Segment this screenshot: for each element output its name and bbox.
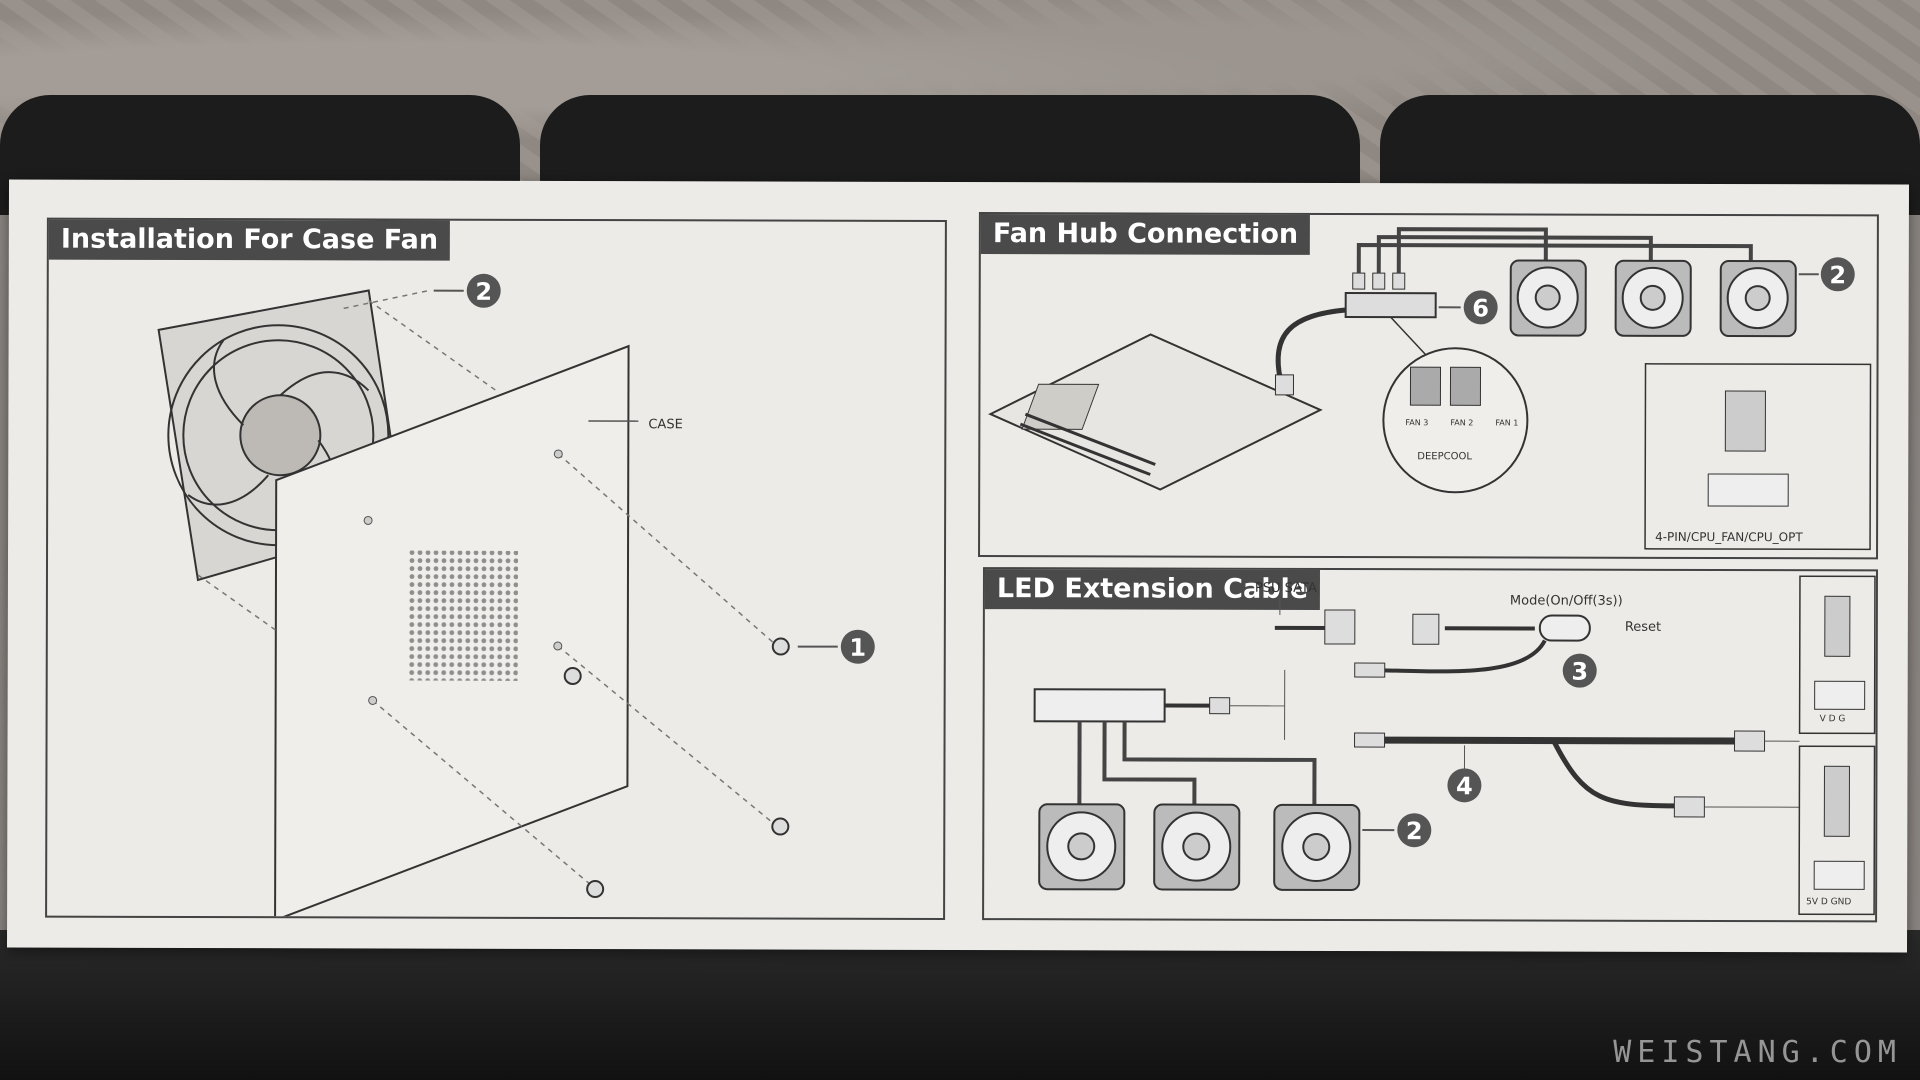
led-hub (1033, 688, 1166, 723)
reset-label: Reset (1625, 620, 1661, 635)
case-label: CASE (648, 417, 682, 432)
table-background (0, 930, 1920, 1080)
led-cable-diagram: PSU SATA Mode(On/Off(3s)) Reset 3 (1033, 575, 1876, 916)
fan-icons (1509, 259, 1797, 338)
svg-text:FAN 1: FAN 1 (1495, 418, 1518, 427)
fan-hub-diagram: 2 6 FAN 3 FAN 2 FAN 1 DEEPCOOL 4-PIN/CPU… (988, 227, 1872, 551)
instruction-sheet: Installation For Case Fan (6, 179, 1910, 953)
panel-case-fan: Installation For Case Fan (45, 217, 947, 920)
svg-text:V D G: V D G (1820, 714, 1846, 724)
led-controller (1538, 614, 1591, 642)
brand-label: DEEPCOOL (1417, 451, 1472, 462)
svg-text:5V D GND: 5V D GND (1806, 897, 1851, 907)
fan-icons (1038, 803, 1361, 892)
callout-fans: 2 (1406, 817, 1423, 845)
header-detail-1 (1798, 575, 1876, 735)
sata-connector (1324, 609, 1356, 645)
header-label: 4-PIN/CPU_FAN/CPU_OPT (1655, 530, 1803, 544)
watermark: WEISTANG.COM (1613, 1035, 1902, 1070)
svg-text:FAN 3: FAN 3 (1405, 418, 1428, 427)
psu-label: PSU SATA (1255, 581, 1317, 596)
callout-controller: 3 (1571, 658, 1588, 686)
callout-fan: 2 (475, 278, 492, 306)
callout-cable: 4 (1456, 772, 1473, 800)
callout-hub: 6 (1472, 294, 1489, 322)
panel-led-cable: LED Extension Cable PSU SATA Mode(On/Off… (982, 567, 1878, 923)
screw-icons (563, 637, 790, 899)
panel-fan-hub: Fan Hub Connection (978, 212, 1879, 560)
callout-circle (466, 273, 501, 308)
case-grille (407, 550, 519, 681)
motherboard (988, 333, 1323, 491)
header-detail (1644, 363, 1872, 551)
callout-circle (840, 629, 875, 664)
callout-fans: 2 (1829, 261, 1846, 289)
callout-screw: 1 (849, 634, 866, 662)
case-fan-diagram: CASE 2 1 (157, 273, 875, 918)
header-detail-2 (1798, 745, 1876, 916)
svg-text:FAN 2: FAN 2 (1450, 418, 1473, 427)
fan-hub (1344, 292, 1437, 319)
mode-label: Mode(On/Off(3s)) (1510, 593, 1623, 608)
guide-lines (197, 289, 779, 887)
